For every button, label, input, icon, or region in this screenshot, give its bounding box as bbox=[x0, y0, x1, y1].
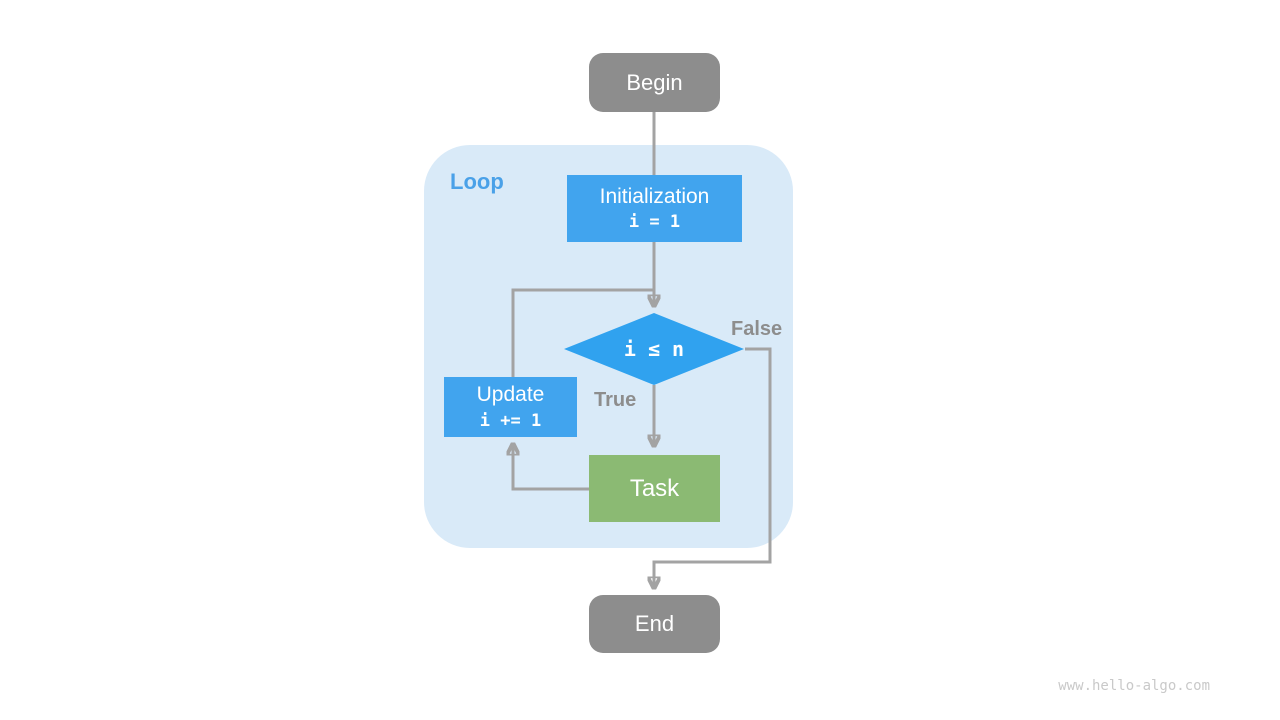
begin-node: Begin bbox=[589, 53, 720, 112]
initialization-node-code: i = 1 bbox=[628, 212, 681, 232]
loop-label: Loop bbox=[450, 169, 504, 194]
task-node-label: Task bbox=[629, 474, 680, 502]
begin-node-label: Begin bbox=[626, 69, 683, 95]
update-node-title: Update bbox=[476, 383, 545, 407]
update-node: Update i += 1 bbox=[444, 377, 577, 437]
initialization-node: Initialization i = 1 bbox=[567, 175, 742, 242]
condition-expression: i ≤ n bbox=[623, 336, 685, 361]
true-branch-label: True bbox=[594, 389, 637, 411]
initialization-node-title: Initialization bbox=[599, 184, 710, 208]
edge-update-to-condition bbox=[511, 288, 654, 377]
task-node: Task bbox=[589, 455, 720, 522]
edge-task-to-update bbox=[513, 444, 589, 491]
update-node-code: i += 1 bbox=[479, 410, 542, 431]
watermark-text: www.hello-algo.com bbox=[1058, 678, 1210, 694]
false-branch-label: False bbox=[731, 318, 783, 340]
end-node-label: End bbox=[634, 611, 675, 637]
edge-condition-false-to-end bbox=[654, 347, 772, 588]
end-node: End bbox=[589, 595, 720, 653]
